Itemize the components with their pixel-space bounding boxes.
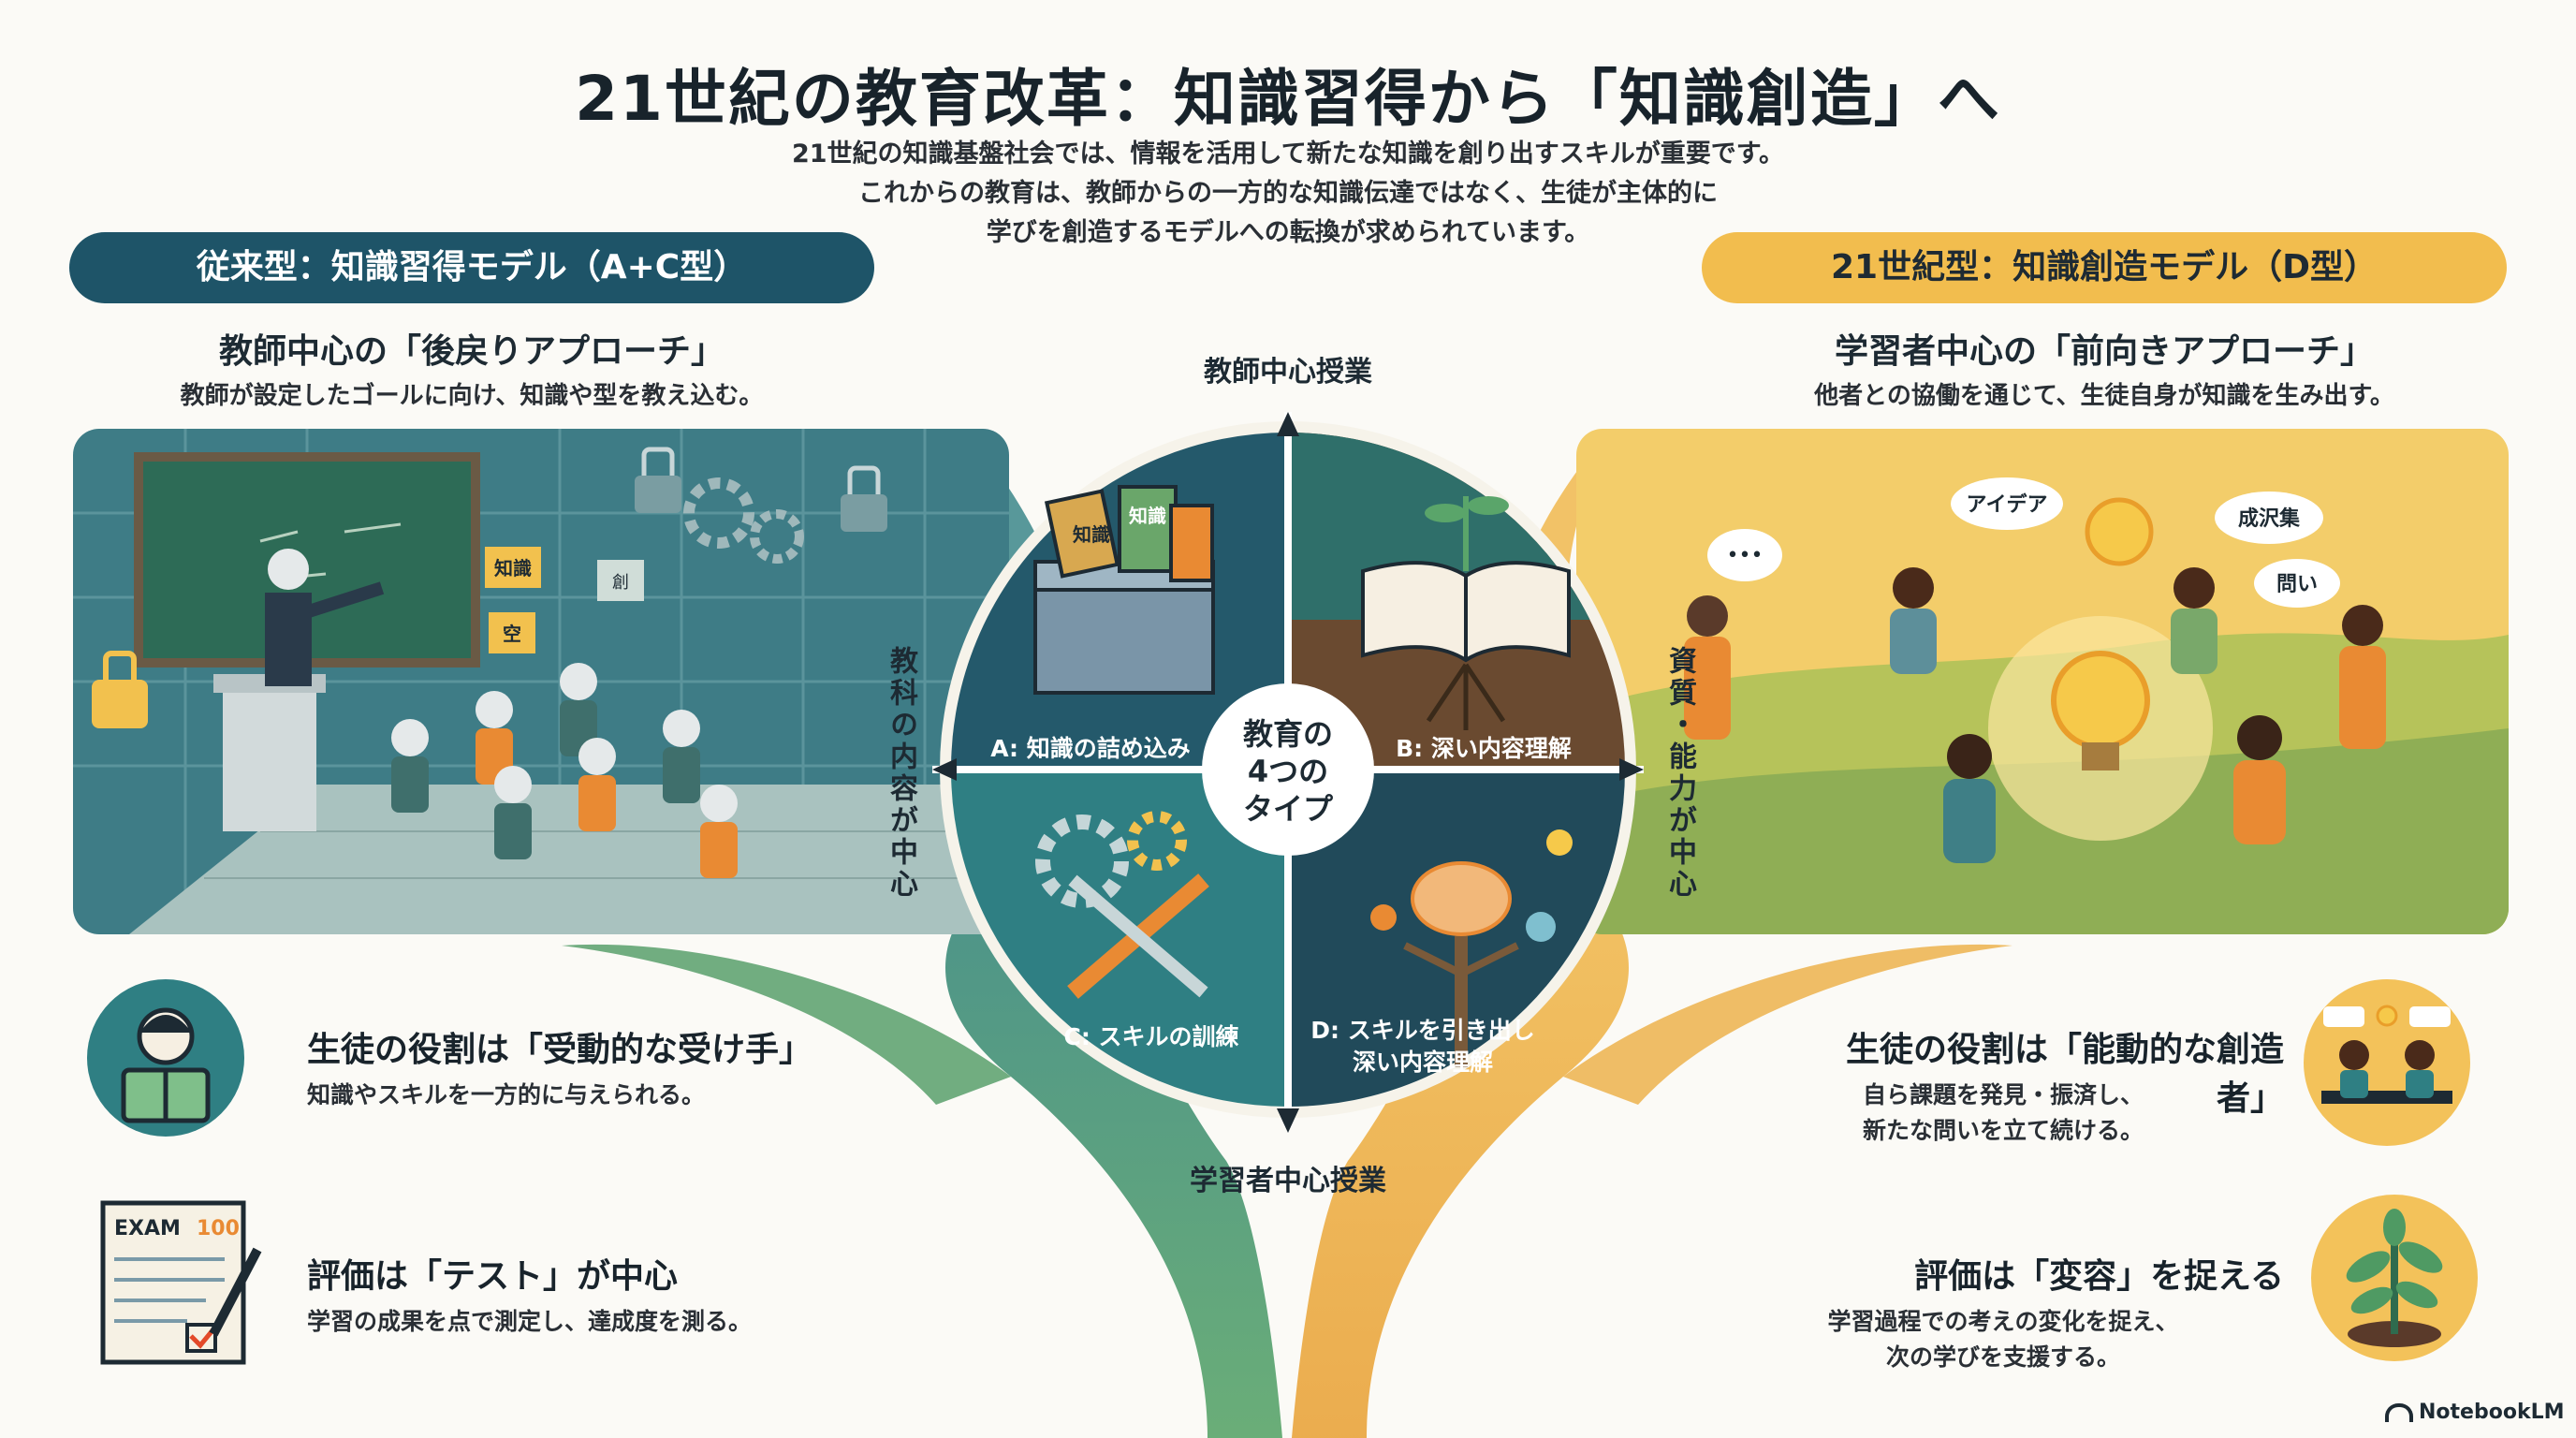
- notebooklm-logo-icon: [2385, 1403, 2413, 1422]
- right-role-desc-line-2: 新たな問いを立て続ける。: [1862, 1117, 2144, 1144]
- left-eval-title: 評価は「テスト」が中心: [307, 1257, 679, 1296]
- left-role-desc: 知識やスキルを一方的に与えられる。: [307, 1081, 706, 1108]
- quadrant-d-line-1: D: スキルを引き出し: [1310, 1017, 1535, 1044]
- axis-learner-centered: 学習者中心授業: [1190, 1165, 1386, 1197]
- book-box: [1033, 579, 1215, 695]
- subtitle-line-3: 学びを創造するモデルへの転換が求められています。: [986, 218, 1590, 247]
- notebooklm-brand: NotebookLM: [2385, 1401, 2564, 1424]
- tag-results: 成沢集: [2238, 506, 2301, 531]
- center-label: 教育の 4つの タイプ: [1204, 715, 1372, 828]
- axis-teacher-centered: 教師中心授業: [1204, 356, 1372, 389]
- exam-score: 100: [197, 1217, 240, 1240]
- subtitle-line-1: 21世紀の知識基盤社会では、情報を活用して新たな知識を創り出すスキルが重要です。: [791, 139, 1785, 169]
- right-approach-desc: 他者との協働を通じて、生徒自身が知識を生み出す。: [1814, 382, 2394, 410]
- axis-subject-content: 教科の内容が中心: [885, 646, 917, 901]
- exam-label: EXAM: [114, 1217, 181, 1240]
- classroom-illustration: 知識 創 空: [73, 429, 1009, 934]
- page-title: 21世紀の教育改革：知識習得から「知識創造」へ: [575, 63, 2001, 135]
- book-tag-2: 知識: [1129, 505, 1166, 527]
- right-eval-desc-line-1: 学習過程での考えの変化を捉え、: [1827, 1308, 2179, 1335]
- four-types-diagram: 知識 知識: [932, 412, 1644, 1133]
- left-approach-desc: 教師が設定したゴールに向け、知識や型を教え込む。: [180, 382, 764, 410]
- quadrant-c-label: C: スキルの訓練: [1063, 1023, 1239, 1050]
- group-discussion-icon: [2304, 979, 2470, 1146]
- right-approach-title: 学習者中心の「前向きアプローチ」: [1834, 332, 2374, 371]
- quadrant-d-label: D: スキルを引き出し 深い内容理解: [1292, 1015, 1554, 1078]
- right-eval-title: 評価は「変容」を捉える: [1914, 1257, 2284, 1296]
- collaboration-illustration: ••• アイデア 成沢集 問い: [1576, 429, 2509, 934]
- traditional-model-label: 従来型：知識習得モデル（A+C型）: [69, 232, 874, 303]
- tag-idea: アイデア: [1967, 492, 2048, 517]
- left-eval-desc: 学習の成果を点で測定し、達成度を測る。: [307, 1308, 753, 1335]
- growing-plant-icon: [2311, 1195, 2478, 1361]
- tag-question: 問い: [2276, 573, 2318, 596]
- center-label-line-1: 教育の: [1242, 716, 1333, 752]
- 21st-century-model-label: 21世紀型：知識創造モデル（D型）: [1702, 232, 2507, 303]
- quadrant-d-line-2: 深い内容理解: [1352, 1049, 1493, 1076]
- quadrant-b-label: B: 深い内容理解: [1396, 735, 1572, 762]
- center-label-line-3: タイプ: [1242, 791, 1333, 827]
- axis-competencies: 資質・能力が中心: [1663, 646, 1696, 901]
- tag-empty: 空: [503, 623, 521, 645]
- quadrant-a-label: A: 知識の詰め込み: [990, 735, 1191, 762]
- brand-text: NotebookLM: [2419, 1401, 2565, 1424]
- subtitle-line-2: これからの教育は、教師からの一方的な知識伝達ではなく、生徒が主体的に: [858, 179, 1718, 208]
- tag-knowledge: 知識: [494, 557, 532, 580]
- right-eval-desc-line-2: 次の学びを支援する。: [1885, 1343, 2120, 1371]
- exam-paper-icon: EXAM 100: [100, 1200, 262, 1365]
- center-label-line-2: 4つの: [1247, 754, 1329, 789]
- book-tag-1: 知識: [1073, 523, 1110, 546]
- left-role-title: 生徒の役割は「受動的な受け手」: [307, 1031, 813, 1069]
- svg-text:•••: •••: [1727, 544, 1764, 567]
- right-role-title: 生徒の役割は「能動的な創造者」: [1845, 1031, 2284, 1118]
- tag-create: 創: [612, 573, 629, 593]
- right-role-desc-line-1: 自ら課題を発見・振済し、: [1862, 1081, 2144, 1108]
- left-approach-title: 教師中心の「後戻りアプローチ」: [218, 332, 724, 371]
- student-reading-icon: [87, 979, 244, 1137]
